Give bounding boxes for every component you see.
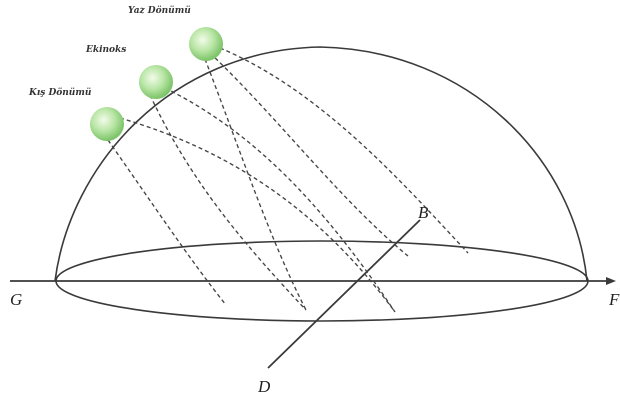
- label-south: D: [257, 377, 271, 396]
- winter-path-1: [107, 139, 227, 306]
- sky-dome: [54, 46, 588, 282]
- winter-path-2: [119, 117, 396, 313]
- arrow-right-icon: [606, 277, 616, 285]
- label-winter-solstice: Kış Dönümü: [28, 87, 92, 98]
- summer-path-3: [219, 47, 469, 254]
- equinox-path-2: [164, 87, 396, 313]
- summer-path-2: [209, 52, 409, 257]
- sun-disc-icon: [139, 65, 173, 99]
- summer-path-1: [204, 58, 307, 311]
- sun-disc-icon: [90, 107, 124, 141]
- equinox-path-1: [149, 94, 307, 311]
- label-summer-solstice: Yaz Dönümü: [128, 5, 191, 16]
- label-equinox: Ekinoks: [85, 45, 126, 55]
- label-east: F: [608, 290, 620, 309]
- label-north: B: [418, 203, 429, 222]
- label-west: G: [10, 290, 22, 309]
- sun-disc-icon: [189, 27, 223, 61]
